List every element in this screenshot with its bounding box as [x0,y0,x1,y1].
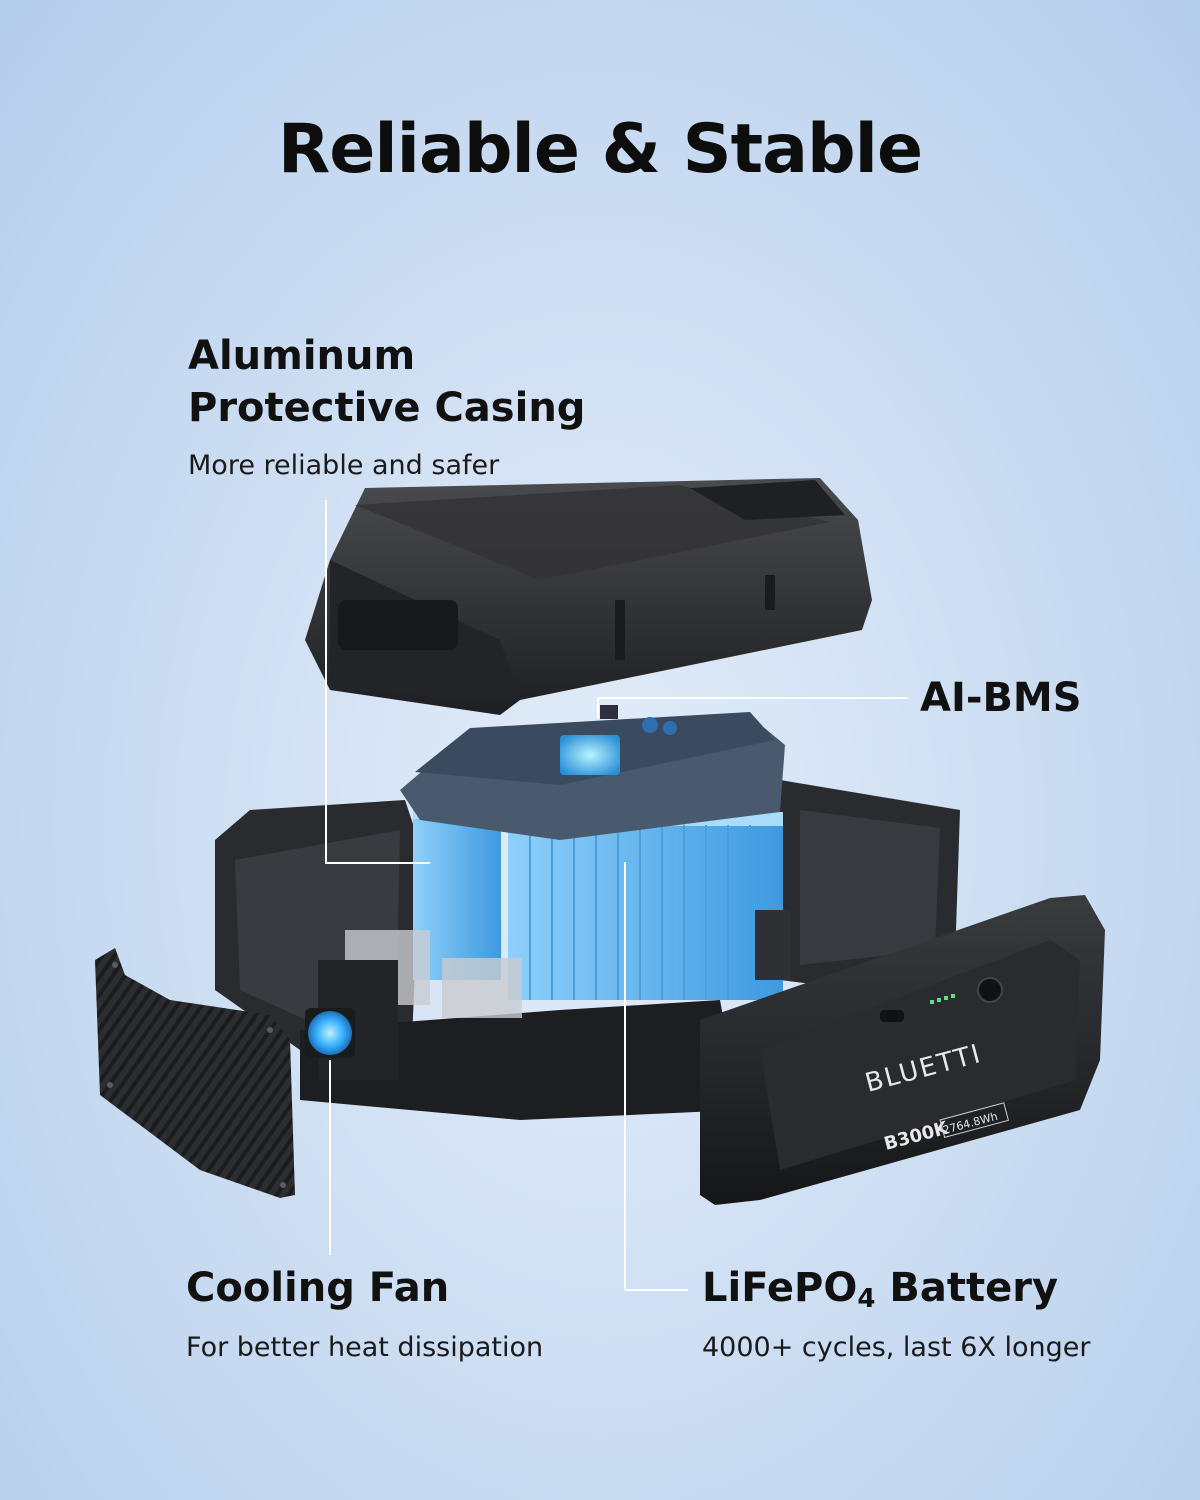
power-button-icon [977,977,1003,1003]
battery-heading-subscript: 4 [857,1284,876,1314]
casing-callout-line [325,500,430,864]
casing-heading-line1: Aluminum [188,333,416,379]
casing-heading: Aluminum Protective Casing [188,330,585,434]
bms-board [400,705,785,840]
battery-callout-line [624,862,688,1291]
cooling-fan [305,960,398,1080]
fan-subtitle: For better heat dissipation [186,1332,544,1363]
casing-heading-line2: Protective Casing [188,385,586,431]
protective-lid [305,478,872,715]
callout-lines [325,500,908,1291]
battery-cells-right [508,812,783,1000]
bms-callout-line [597,697,908,718]
page-title: Reliable & Stable [277,110,923,189]
usb-port-icon [880,1010,904,1022]
bms-heading: AI-BMS [920,675,1082,721]
fan-heading: Cooling Fan [186,1265,450,1311]
battery-heading-prefix: LiFePO [702,1265,858,1311]
battery-subtitle: 4000+ cycles, last 6X longer [702,1332,1091,1363]
left-end-panel [95,948,295,1198]
bms-chip-icon [560,735,620,775]
casing-subtitle: More reliable and safer [188,450,500,481]
battery-indicator-leds [930,994,955,1004]
front-panel: BLUETTI B300K 2764.8Wh [700,895,1105,1205]
battery-heading: LiFePO4 Battery [702,1262,1058,1317]
battery-heading-suffix: Battery [875,1265,1059,1311]
fan-blade-icon [308,1011,352,1055]
inner-frame [345,910,790,1018]
